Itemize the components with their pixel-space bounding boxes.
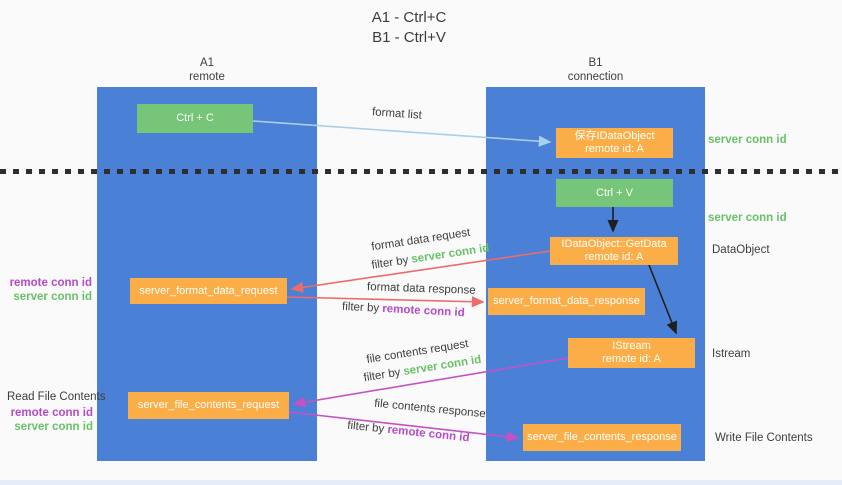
remote-conn-id-annotation: remote conn id (9, 277, 92, 289)
ctrl-c-node: Ctrl + C (137, 104, 253, 133)
phase-separator-dotted-line (0, 169, 842, 174)
server-conn-id-annotation-middle: server conn id (708, 212, 787, 224)
dataobject-annotation: DataObject (712, 244, 770, 256)
left-conn-id-annotation-block-2: remote conn id server conn id (11, 406, 93, 434)
column-a1-subtitle: remote (189, 71, 225, 83)
remote-conn-id-text: remote conn id (381, 302, 465, 320)
server-format-data-response-label: server_format_data_response (493, 295, 640, 307)
title-line-2: B1 - Ctrl+V (372, 29, 446, 46)
idataobject-getdata-node: IDataObject::GetData remote id: A (550, 237, 678, 265)
ctrl-c-label: Ctrl + C (176, 112, 214, 124)
istream-annotation: Istream (712, 348, 751, 360)
column-b1-subtitle: connection (567, 71, 624, 83)
remote-conn-id-annotation: remote conn id (10, 407, 93, 419)
write-file-contents-annotation: Write File Contents (715, 432, 813, 444)
diagram-title: A1 - Ctrl+C B1 - Ctrl+V (0, 8, 818, 48)
ctrl-v-label: Ctrl + V (596, 186, 633, 199)
save-idataobject-node: 保存IDataObject remote id: A (556, 128, 673, 158)
istream-line2: remote id: A (602, 353, 661, 365)
format-data-response-arrow-label: format data response (366, 281, 476, 297)
ctrl-v-node: Ctrl + V (556, 179, 673, 207)
column-a1-name: A1 (199, 57, 215, 69)
filter-by-prefix: filter by (341, 300, 380, 315)
filter-by-remote-conn-id-label-2: filter by remote conn id (347, 420, 470, 445)
server-file-contents-response-node: server_file_contents_response (523, 424, 681, 451)
server-conn-id-annotation-top: server conn id (708, 134, 787, 146)
filter-by-prefix: filter by (370, 254, 410, 272)
column-header-a1: A1 remote (97, 56, 317, 84)
title-line-1: A1 - Ctrl+C (371, 9, 447, 26)
left-conn-id-annotation-block-1: remote conn id server conn id (10, 276, 92, 304)
save-idataobject-line2: remote id: A (585, 143, 644, 155)
filter-by-prefix: filter by (362, 366, 402, 385)
save-idataobject-line1: 保存IDataObject (574, 130, 655, 142)
format-list-arrow-label: format list (371, 106, 423, 122)
bottom-edge-strip (0, 480, 842, 485)
filter-by-prefix: filter by (346, 419, 385, 436)
server-file-contents-request-node: server_file_contents_request (128, 392, 289, 419)
server-file-contents-response-label: server_file_contents_response (527, 431, 677, 443)
filter-by-remote-conn-id-label-1: filter by remote conn id (342, 301, 465, 319)
istream-node: IStream remote id: A (568, 338, 695, 368)
server-format-data-request-label: server_format_data_request (139, 284, 278, 297)
server-conn-id-annotation: server conn id (14, 421, 93, 433)
server-format-data-response-node: server_format_data_response (488, 288, 645, 315)
server-conn-id-annotation: server conn id (13, 291, 92, 303)
column-b1-name: B1 (588, 57, 603, 69)
file-contents-response-arrow-label: file contents response (373, 397, 487, 421)
istream-line1: IStream (612, 340, 651, 352)
remote-conn-id-text: remote conn id (386, 423, 471, 445)
column-header-b1: B1 connection (486, 56, 705, 84)
server-format-data-request-node: server_format_data_request (130, 278, 287, 304)
read-file-contents-annotation: Read File Contents (7, 391, 106, 403)
getdata-line1: IDataObject::GetData (561, 238, 667, 250)
getdata-line2: remote id: A (584, 251, 644, 263)
server-file-contents-request-label: server_file_contents_request (137, 399, 280, 411)
